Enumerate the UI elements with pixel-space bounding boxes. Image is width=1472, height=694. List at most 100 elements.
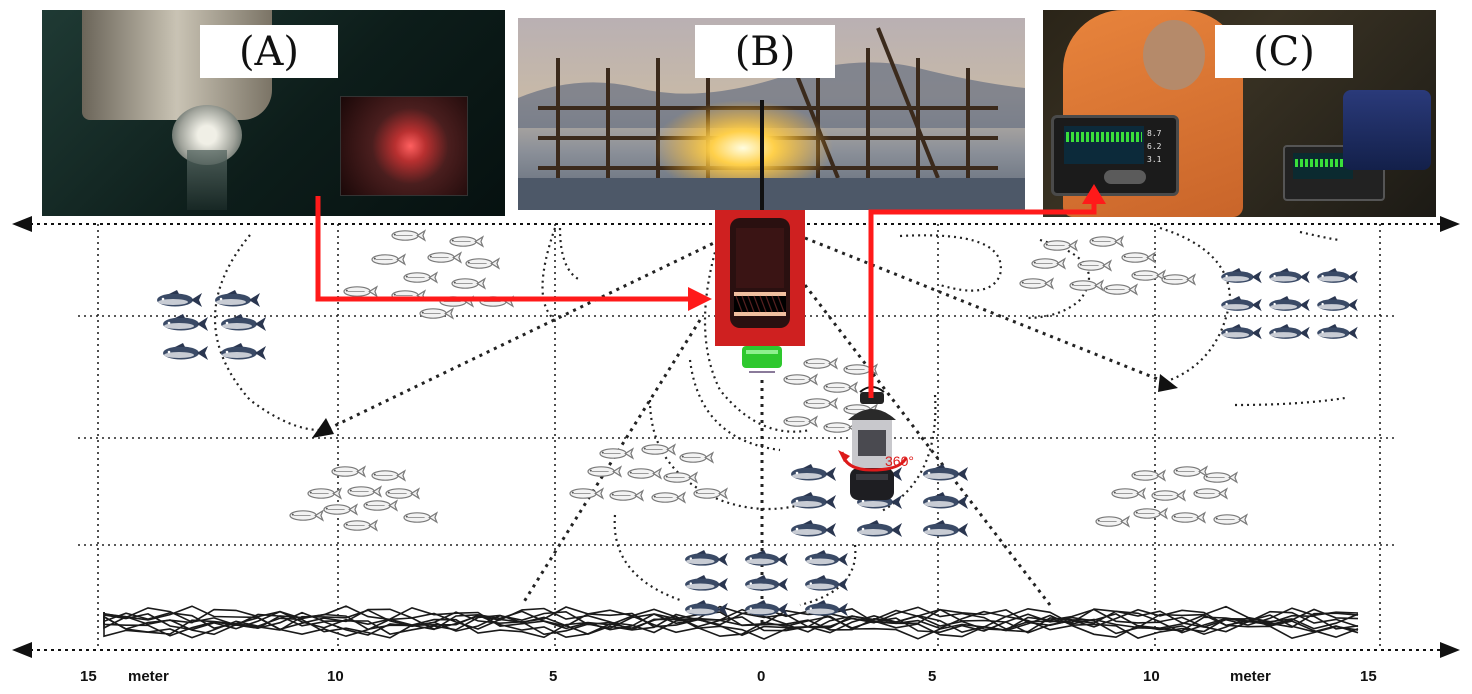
fish-icon [1269, 296, 1310, 312]
fish-icon [1269, 268, 1310, 284]
fish-icon [1203, 472, 1238, 483]
fish-icon [1121, 252, 1156, 263]
underwater-light-icon [715, 100, 805, 373]
fish-icon [923, 520, 968, 537]
fish-icon [805, 575, 848, 592]
fish-icon [1173, 466, 1208, 477]
fish-icon [323, 504, 358, 515]
fish-icon [1317, 296, 1358, 312]
seabed-vegetation-icon [103, 605, 1359, 640]
operator-head [1143, 20, 1205, 90]
fish-icon [1221, 268, 1262, 284]
fish-icon [679, 452, 714, 463]
fish-icon [427, 252, 462, 263]
fish-icon [1161, 274, 1196, 285]
fish-icon [1213, 514, 1248, 525]
connector-arrow-camera-to-c [868, 204, 1097, 398]
fish-icon [451, 278, 486, 289]
tick-label-center-0: 0 [757, 668, 766, 685]
distance-axis [12, 642, 1460, 658]
fish-icon [857, 520, 902, 537]
fish-icon [1171, 512, 1206, 523]
rotation-arrow-icon [838, 450, 908, 472]
monitor-readout: 8.7 [1147, 129, 1162, 138]
fish-icon [1111, 488, 1146, 499]
tick-label-left-5: 5 [549, 668, 558, 685]
fish-icon [1069, 280, 1104, 291]
cone-arrow-right [1158, 374, 1178, 392]
fish-icon [1095, 516, 1130, 527]
monitor-readout: 6.2 [1147, 142, 1162, 151]
fish-icon [783, 416, 818, 427]
fish-icon [215, 290, 260, 307]
fish-icon [1151, 490, 1186, 501]
fish-icon [363, 500, 398, 511]
fish-icon [1043, 240, 1078, 251]
panel-label-c: (C) [1215, 25, 1353, 78]
fish-icon [163, 343, 208, 360]
fish-icon [1133, 508, 1168, 519]
arrowhead-a [688, 287, 712, 311]
fish-icon [419, 308, 454, 319]
light-cone-lines [329, 236, 1166, 628]
fish-icon [923, 492, 968, 509]
tick-label-right-5: 5 [928, 668, 937, 685]
connector-arrow-a-to-light [315, 196, 690, 302]
fish-icon [403, 512, 438, 523]
lamp-reflection [187, 150, 227, 210]
fish-icon [791, 464, 836, 481]
tick-label-right-15: 15 [1360, 668, 1377, 685]
rotation-label: 360° [885, 453, 914, 469]
fish-icon [745, 575, 788, 592]
fish-icon [783, 374, 818, 385]
fish-icon [803, 398, 838, 409]
fish-icon [331, 466, 366, 477]
tick-label-left-10: 10 [327, 668, 344, 685]
unit-label-left: meter [128, 668, 169, 685]
fish-icon [745, 550, 788, 567]
fish-icon [823, 422, 858, 433]
fish-icon [449, 236, 484, 247]
fish-icon [343, 520, 378, 531]
tick-label-left-15: 15 [80, 668, 97, 685]
fish-icon [693, 488, 728, 499]
fish-icon [685, 575, 728, 592]
fish-icon [805, 550, 848, 567]
lamp-glow [653, 100, 833, 196]
fish-icon [685, 550, 728, 567]
fish-icon [627, 468, 662, 479]
fish-icon [1221, 324, 1262, 340]
fish-icon [347, 486, 382, 497]
fish-icon [385, 488, 420, 499]
fish-icon [569, 488, 604, 499]
fish-icon [651, 492, 686, 503]
seabed-stroke [103, 605, 1359, 631]
tick-label-right-10: 10 [1143, 668, 1160, 685]
panel-label-b: (B) [695, 25, 835, 78]
fish-icon [1317, 268, 1358, 284]
fish-icon [221, 343, 266, 360]
fish-icon [1019, 278, 1054, 289]
cone-arrow-left [312, 418, 334, 438]
fish-icon [791, 492, 836, 509]
fish-icon [663, 472, 698, 483]
fish-icon [371, 254, 406, 265]
seabed-stroke [103, 605, 1359, 630]
fish-icon [391, 230, 426, 241]
fish-icon [1131, 270, 1166, 281]
fish-icon [1089, 236, 1124, 247]
fish-icon [823, 382, 858, 393]
fish-icon [289, 510, 324, 521]
fish-icon [1103, 284, 1138, 295]
panel-label-a: (A) [200, 25, 338, 78]
fish-icon [609, 490, 644, 501]
fish-icon [1269, 324, 1310, 340]
surface-line [12, 216, 1460, 232]
underwater-camera-icon [848, 386, 896, 500]
fish-icon [791, 520, 836, 537]
monitor-icon: 8.7 6.2 3.1 [1051, 115, 1179, 196]
fish-icon [1193, 488, 1228, 499]
monitor-readout: 3.1 [1147, 155, 1162, 164]
